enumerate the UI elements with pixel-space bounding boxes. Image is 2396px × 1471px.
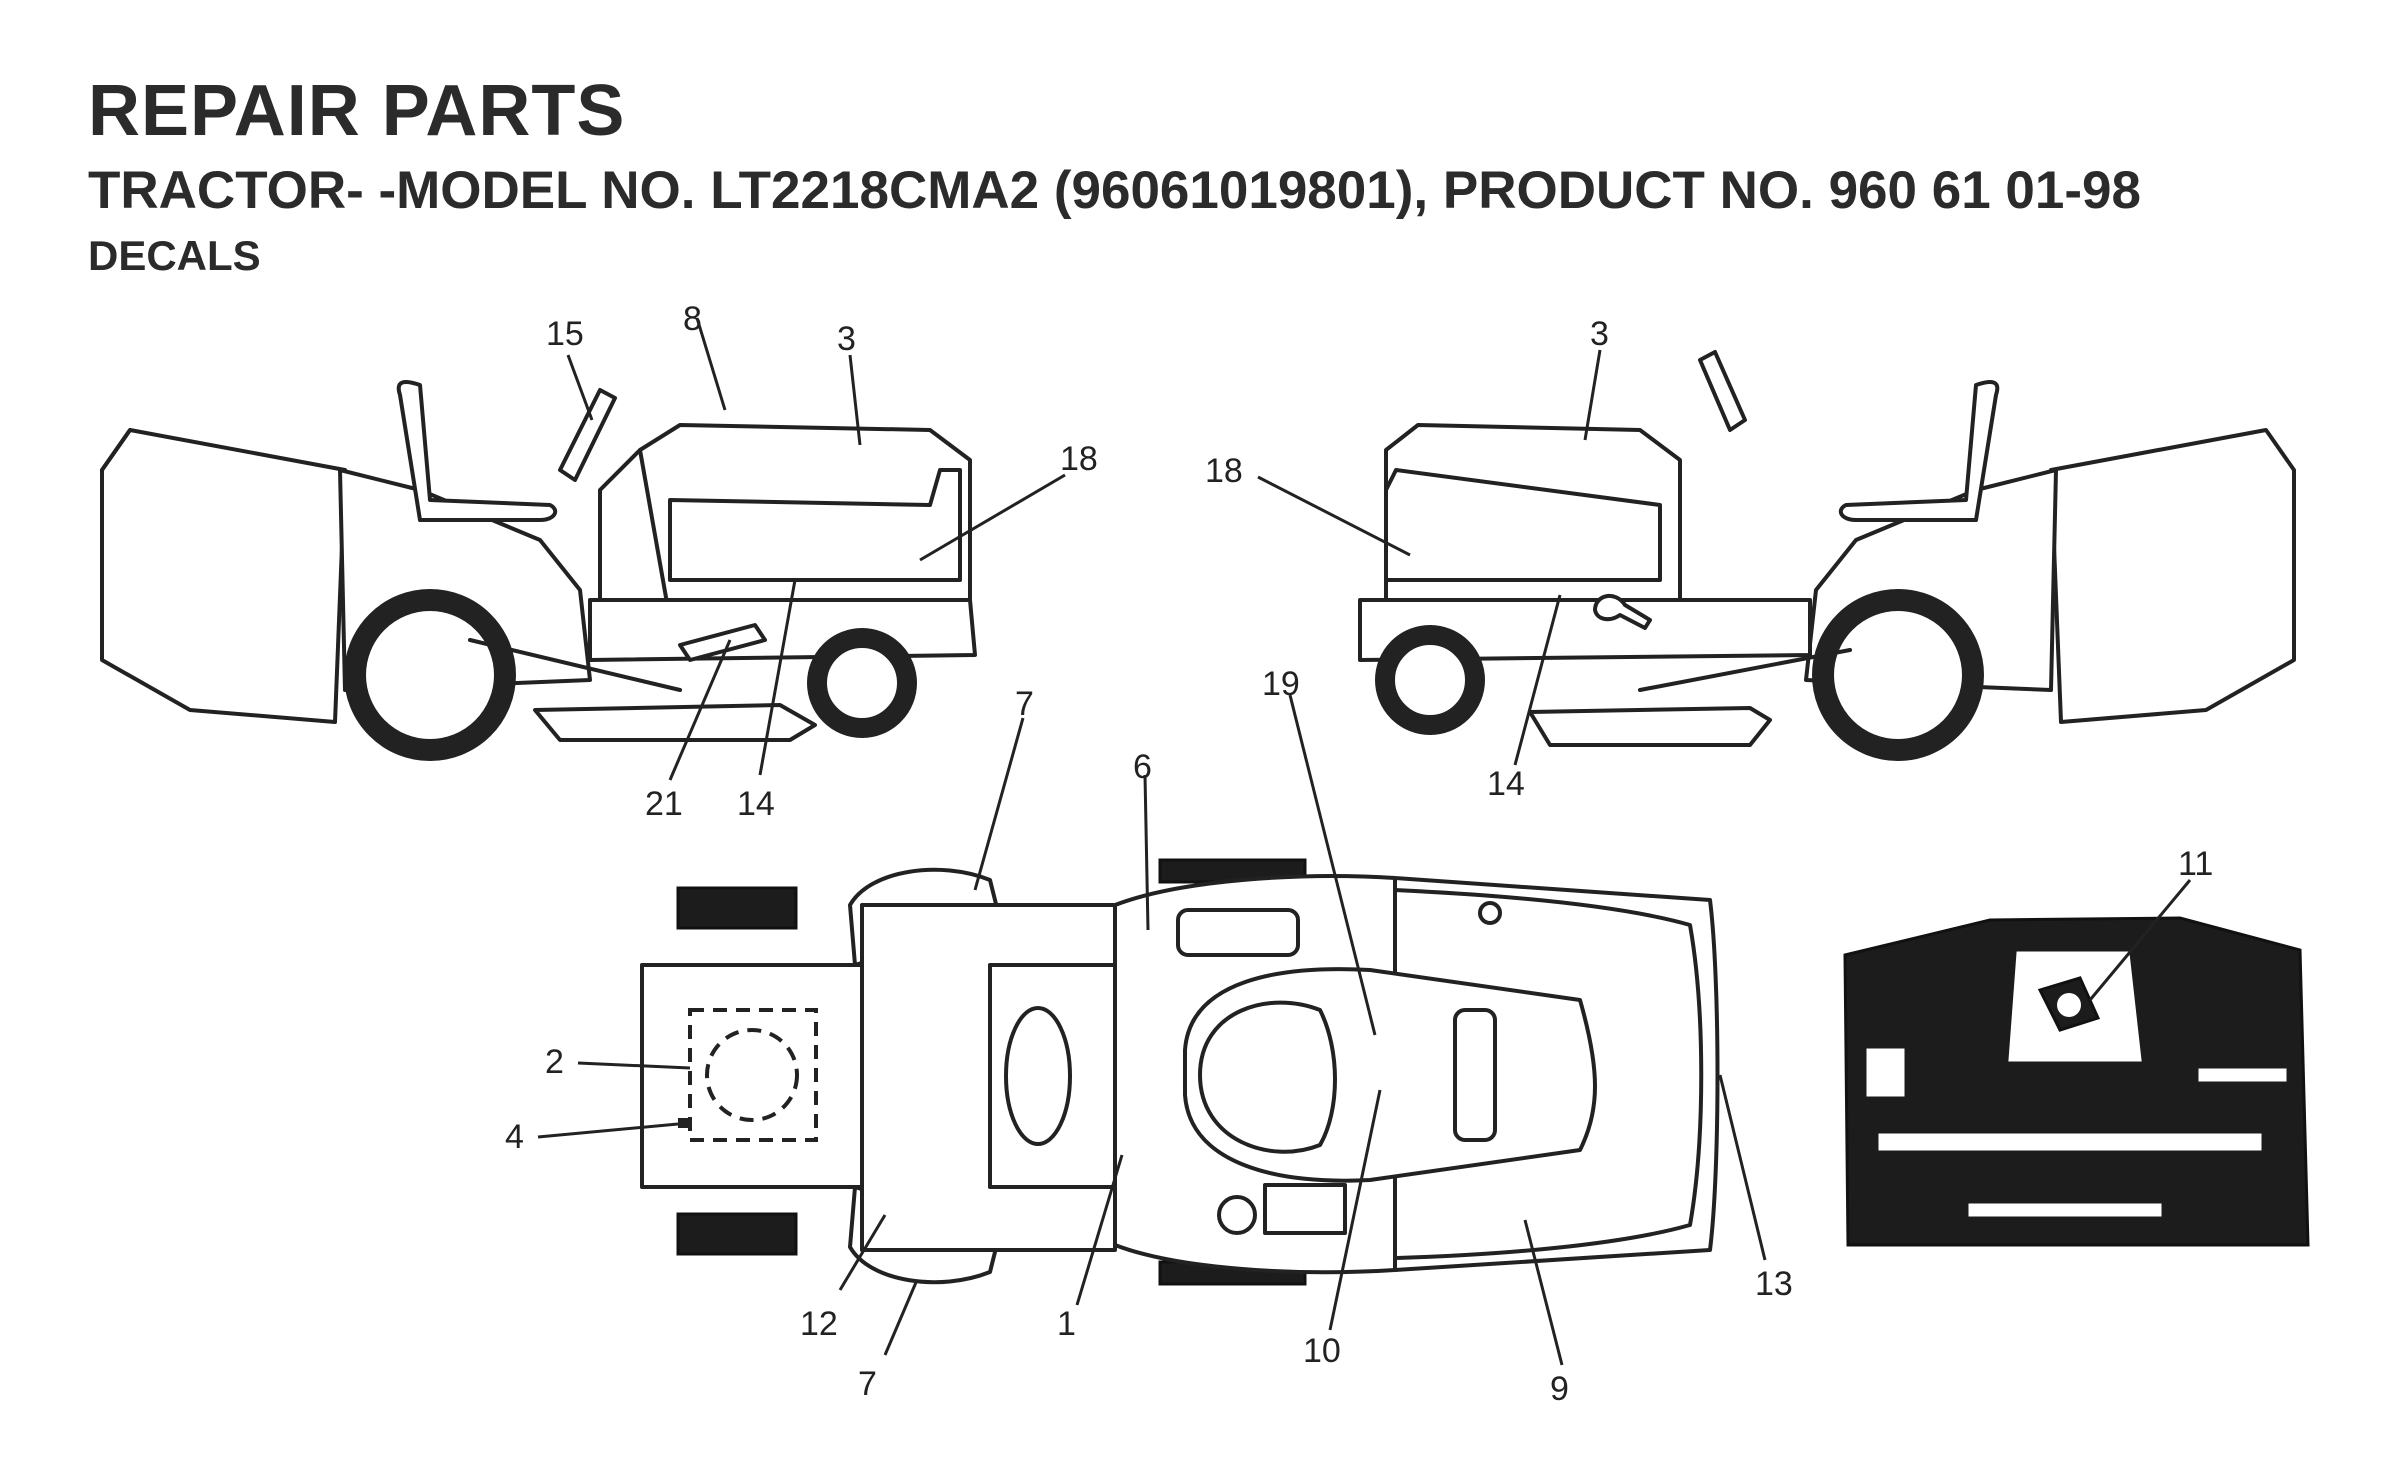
- decal-4-marker: [678, 1118, 688, 1128]
- bag-decal-area: [688, 1008, 818, 1142]
- steering-column-top: [1453, 1008, 1497, 1142]
- grass-bag-left: [100, 428, 347, 724]
- foot-pedal-left: [678, 623, 767, 662]
- page-title: REPAIR PARTS: [88, 71, 626, 151]
- frame-right: [1358, 598, 1812, 662]
- callout-15-left: 15: [546, 315, 584, 353]
- callout-14-right: 14: [1487, 765, 1525, 803]
- callout-4: 4: [505, 1118, 524, 1156]
- control-decal-right: [2198, 1068, 2287, 1082]
- callout-labels: 15 8 3 18 21 14 3 18 14 7 6 19 2 4 12 7 …: [505, 300, 2213, 1408]
- seat-cushion-top: [1004, 1006, 1072, 1146]
- hood-side-panel-left: [668, 468, 962, 582]
- callout-9: 9: [1550, 1370, 1569, 1408]
- model-subtitle: TRACTOR- -MODEL NO. LT2218CMA2 (96061019…: [88, 161, 2141, 220]
- tractor-left-side-view: [100, 380, 977, 761]
- front-wheel-right: [1375, 625, 1485, 735]
- callout-8-left: 8: [683, 300, 702, 338]
- callout-11: 11: [2178, 845, 2213, 883]
- callout-6: 6: [1133, 748, 1152, 786]
- callout-3-left: 3: [837, 320, 856, 358]
- section-heading: DECALS: [88, 232, 261, 279]
- rear-wheel-right: [1812, 589, 1984, 761]
- decal-strip-top: [1878, 1133, 2262, 1151]
- leader-lines: [537, 317, 2192, 1366]
- front-wheel-left: [807, 628, 917, 738]
- callout-1: 1: [1057, 1305, 1076, 1343]
- mower-deck-right: [1528, 706, 1772, 747]
- steering-wheel-right: [1698, 350, 1747, 432]
- callout-7-top: 7: [1015, 685, 1034, 723]
- callout-10: 10: [1303, 1332, 1341, 1370]
- steering-wheel-left: [558, 388, 617, 482]
- lift-lever-top: [1176, 908, 1300, 957]
- mower-deck-left: [533, 703, 817, 742]
- callout-2: 2: [545, 1043, 564, 1081]
- callout-7-bottom: 7: [858, 1365, 877, 1403]
- steering-area-top: [1198, 1000, 1337, 1154]
- callout-3-right: 3: [1590, 315, 1609, 353]
- callout-14-left: 14: [737, 785, 775, 823]
- decal-10-area: [1263, 1183, 1347, 1235]
- hood-latch-top: [1478, 901, 1502, 925]
- grass-bag-right: [2049, 428, 2296, 724]
- dash-panel: [1843, 916, 2310, 1247]
- seat-right: [1838, 380, 2000, 522]
- rear-wheel-left: [344, 589, 516, 761]
- rear-tire-bottom: [676, 1212, 798, 1256]
- callout-12: 12: [800, 1305, 838, 1343]
- callout-21-left: 21: [645, 785, 683, 823]
- tractor-top-view: [640, 858, 1720, 1286]
- lever-right: [1593, 594, 1652, 630]
- callout-18-right: 18: [1205, 452, 1243, 490]
- dash-panel-view: [1843, 916, 2310, 1247]
- ignition-key-hole: [2057, 993, 2081, 1017]
- callout-18-left: 18: [1060, 440, 1098, 478]
- hood-side-panel-right: [1384, 468, 1662, 582]
- decal-strip-bottom: [1968, 1203, 2162, 1217]
- fuel-cap-top: [1217, 1195, 1257, 1235]
- seat-left: [396, 380, 558, 522]
- callout-13: 13: [1755, 1265, 1793, 1303]
- tractor-right-side-view: [1358, 350, 2296, 761]
- bag-decal-circle: [705, 1028, 799, 1122]
- callout-19: 19: [1262, 665, 1300, 703]
- rear-tire-top: [676, 886, 798, 930]
- warning-decal-left: [1866, 1048, 1905, 1097]
